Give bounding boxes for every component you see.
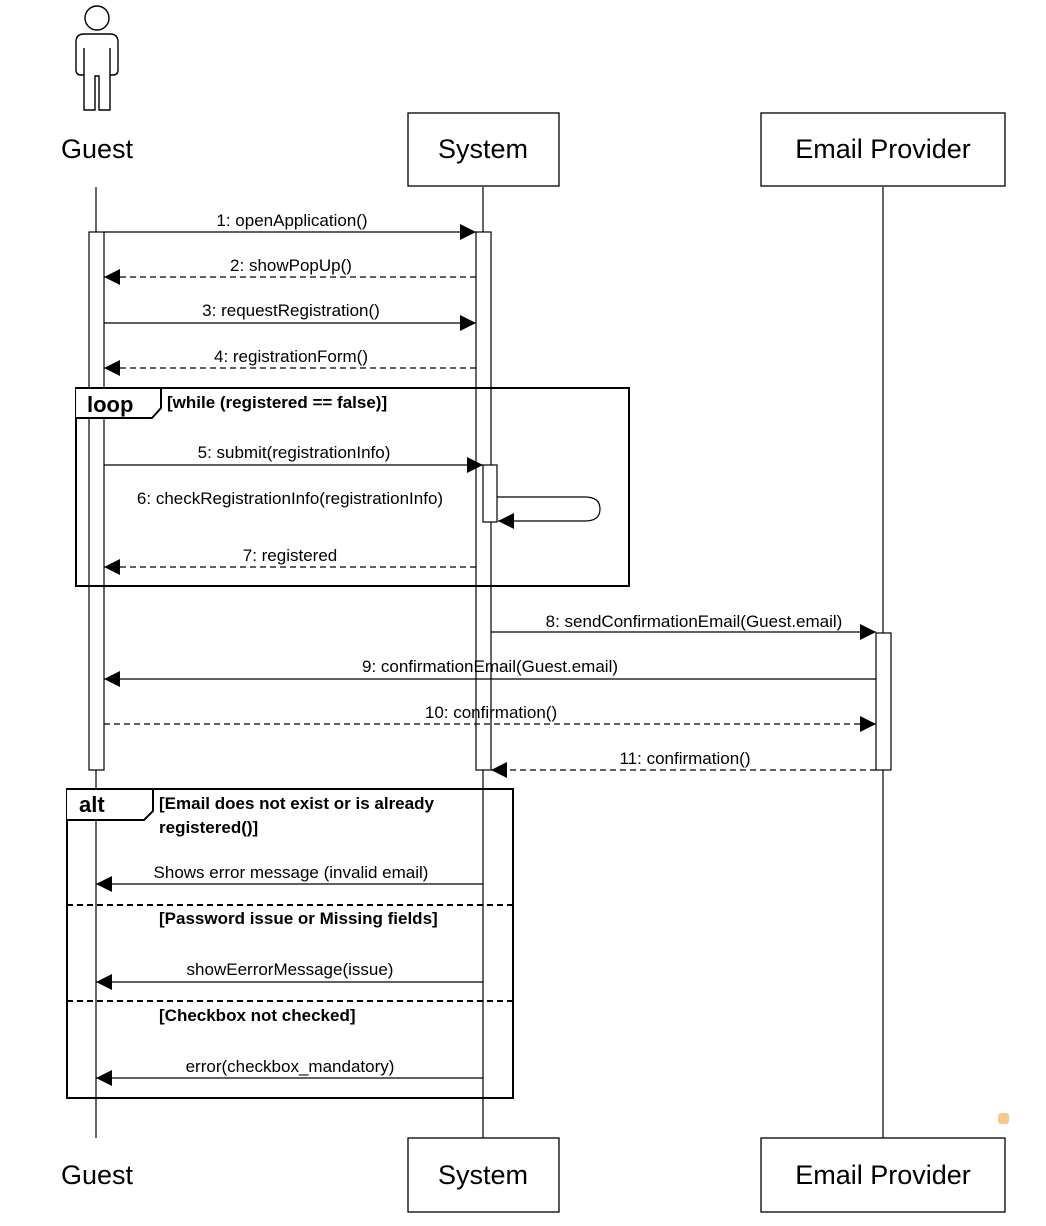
system-participant-bottom: System xyxy=(407,1137,560,1213)
message-6-label: 6: checkRegistrationInfo(registrationInf… xyxy=(137,489,443,508)
system-box-bottom xyxy=(407,1137,560,1213)
email-provider-participant-bottom: Email Provider xyxy=(760,1137,1006,1213)
guest-label-top: Guest xyxy=(61,134,134,164)
stick-figure-icon xyxy=(75,5,119,111)
message-8-label: 8: sendConfirmationEmail(Guest.email) xyxy=(546,612,843,631)
message-9-label: 9: confirmationEmail(Guest.email) xyxy=(362,657,618,676)
system-label-bottom: System xyxy=(438,1160,528,1190)
loop-frame-tag: loop xyxy=(87,392,133,417)
guest-activation-bar xyxy=(88,231,105,771)
email-provider-activation-bar xyxy=(875,632,892,771)
system-participant-top: System xyxy=(407,112,560,187)
email-provider-box-bottom xyxy=(760,1137,1006,1213)
alt-frame-tag-box xyxy=(67,788,154,821)
message-4-label: 4: registrationForm() xyxy=(214,347,368,366)
alt-frame: alt [Email does not exist or is already … xyxy=(66,788,514,1099)
loop-frame-tag-box xyxy=(76,387,162,419)
alt-guard-2: [Password issue or Missing fields] xyxy=(159,909,438,928)
message-2-label: 2: showPopUp() xyxy=(230,256,352,275)
system-box-top xyxy=(407,112,560,187)
alt-guard-1-line-2: registered()] xyxy=(159,818,258,837)
email-provider-label-top: Email Provider xyxy=(795,134,971,164)
loop-frame: loop [while (registered == false)] xyxy=(75,387,630,587)
alt-guard-3: [Checkbox not checked] xyxy=(159,1006,356,1025)
message-10-label: 10: confirmation() xyxy=(425,703,557,722)
system-label-top: System xyxy=(438,134,528,164)
message-5-label: 5: submit(registrationInfo) xyxy=(198,443,391,462)
alt-frame-tag: alt xyxy=(79,792,105,817)
alt-frame-border xyxy=(66,788,514,1099)
alt-message-1-label: Shows error message (invalid email) xyxy=(154,863,429,882)
email-provider-participant-top: Email Provider xyxy=(760,112,1006,187)
message-7-label: 7: registered xyxy=(243,546,338,565)
system-self-activation-bar xyxy=(482,464,498,523)
guest-label-bottom: Guest xyxy=(61,1160,134,1190)
alt-guard-1-line-1: [Email does not exist or is already xyxy=(159,794,434,813)
message-6-arrow xyxy=(497,496,601,529)
alt-message-2-label: showEerrorMessage(issue) xyxy=(187,960,394,979)
message-11-label: 11: confirmation() xyxy=(619,749,750,768)
email-provider-box-top xyxy=(760,112,1006,187)
email-provider-label-bottom: Email Provider xyxy=(795,1160,971,1190)
guest-actor-top: Guest xyxy=(61,5,134,164)
loop-frame-guard: [while (registered == false)] xyxy=(167,393,387,412)
loop-frame-border xyxy=(75,387,630,587)
note-dot xyxy=(998,1113,1009,1124)
alt-message-3-label: error(checkbox_mandatory) xyxy=(186,1057,395,1076)
message-3-label: 3: requestRegistration() xyxy=(202,301,380,320)
message-1-label: 1: openApplication() xyxy=(216,211,367,230)
